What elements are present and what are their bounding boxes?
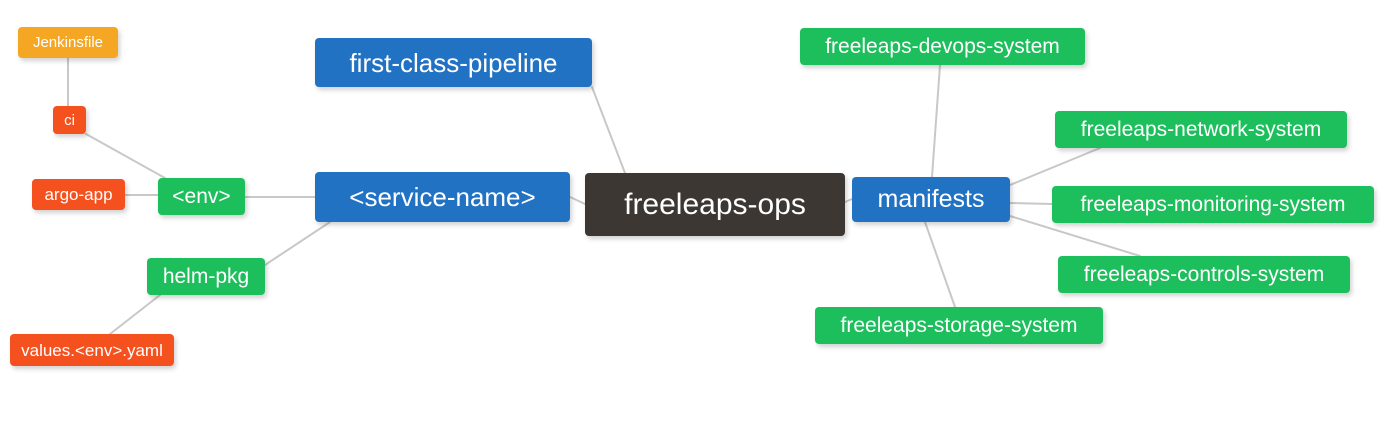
node-first-class-pipeline[interactable]: first-class-pipeline (315, 38, 592, 87)
node-freeleaps-ops[interactable]: freeleaps-ops (585, 173, 845, 236)
node-freeleaps-monitoring-system[interactable]: freeleaps-monitoring-system (1052, 186, 1374, 223)
node-freeleaps-devops-system[interactable]: freeleaps-devops-system (800, 28, 1085, 65)
node-jenkinsfile[interactable]: Jenkinsfile (18, 27, 118, 58)
node-label-argo-app: argo-app (44, 185, 113, 204)
node-env[interactable]: <env> (158, 178, 245, 215)
node-freeleaps-storage-system[interactable]: freeleaps-storage-system (815, 307, 1103, 344)
node-label-ci: ci (64, 111, 75, 129)
node-values-yaml[interactable]: values.<env>.yaml (10, 334, 174, 366)
node-label-service-name: <service-name> (349, 182, 536, 212)
node-label-freeleaps-devops-system: freeleaps-devops-system (825, 35, 1060, 58)
node-manifests[interactable]: manifests (852, 177, 1010, 222)
node-freeleaps-network-system[interactable]: freeleaps-network-system (1055, 111, 1347, 148)
node-label-helm-pkg: helm-pkg (162, 265, 250, 288)
node-label-values-yaml: values.<env>.yaml (21, 340, 163, 360)
node-label-freeleaps-monitoring-system: freeleaps-monitoring-system (1080, 193, 1346, 216)
node-label-env: <env> (172, 185, 231, 208)
node-argo-app[interactable]: argo-app (32, 179, 125, 210)
node-label-manifests: manifests (877, 185, 985, 213)
node-ci[interactable]: ci (53, 106, 86, 134)
node-helm-pkg[interactable]: helm-pkg (147, 258, 265, 295)
node-freeleaps-controls-system[interactable]: freeleaps-controls-system (1058, 256, 1350, 293)
node-label-freeleaps-ops: freeleaps-ops (624, 187, 806, 221)
node-label-first-class-pipeline: first-class-pipeline (349, 47, 558, 78)
node-label-freeleaps-controls-system: freeleaps-controls-system (1083, 263, 1325, 286)
node-label-jenkinsfile: Jenkinsfile (32, 34, 104, 51)
node-service-name[interactable]: <service-name> (315, 172, 570, 222)
node-label-freeleaps-storage-system: freeleaps-storage-system (840, 314, 1078, 337)
node-label-freeleaps-network-system: freeleaps-network-system (1080, 118, 1322, 141)
